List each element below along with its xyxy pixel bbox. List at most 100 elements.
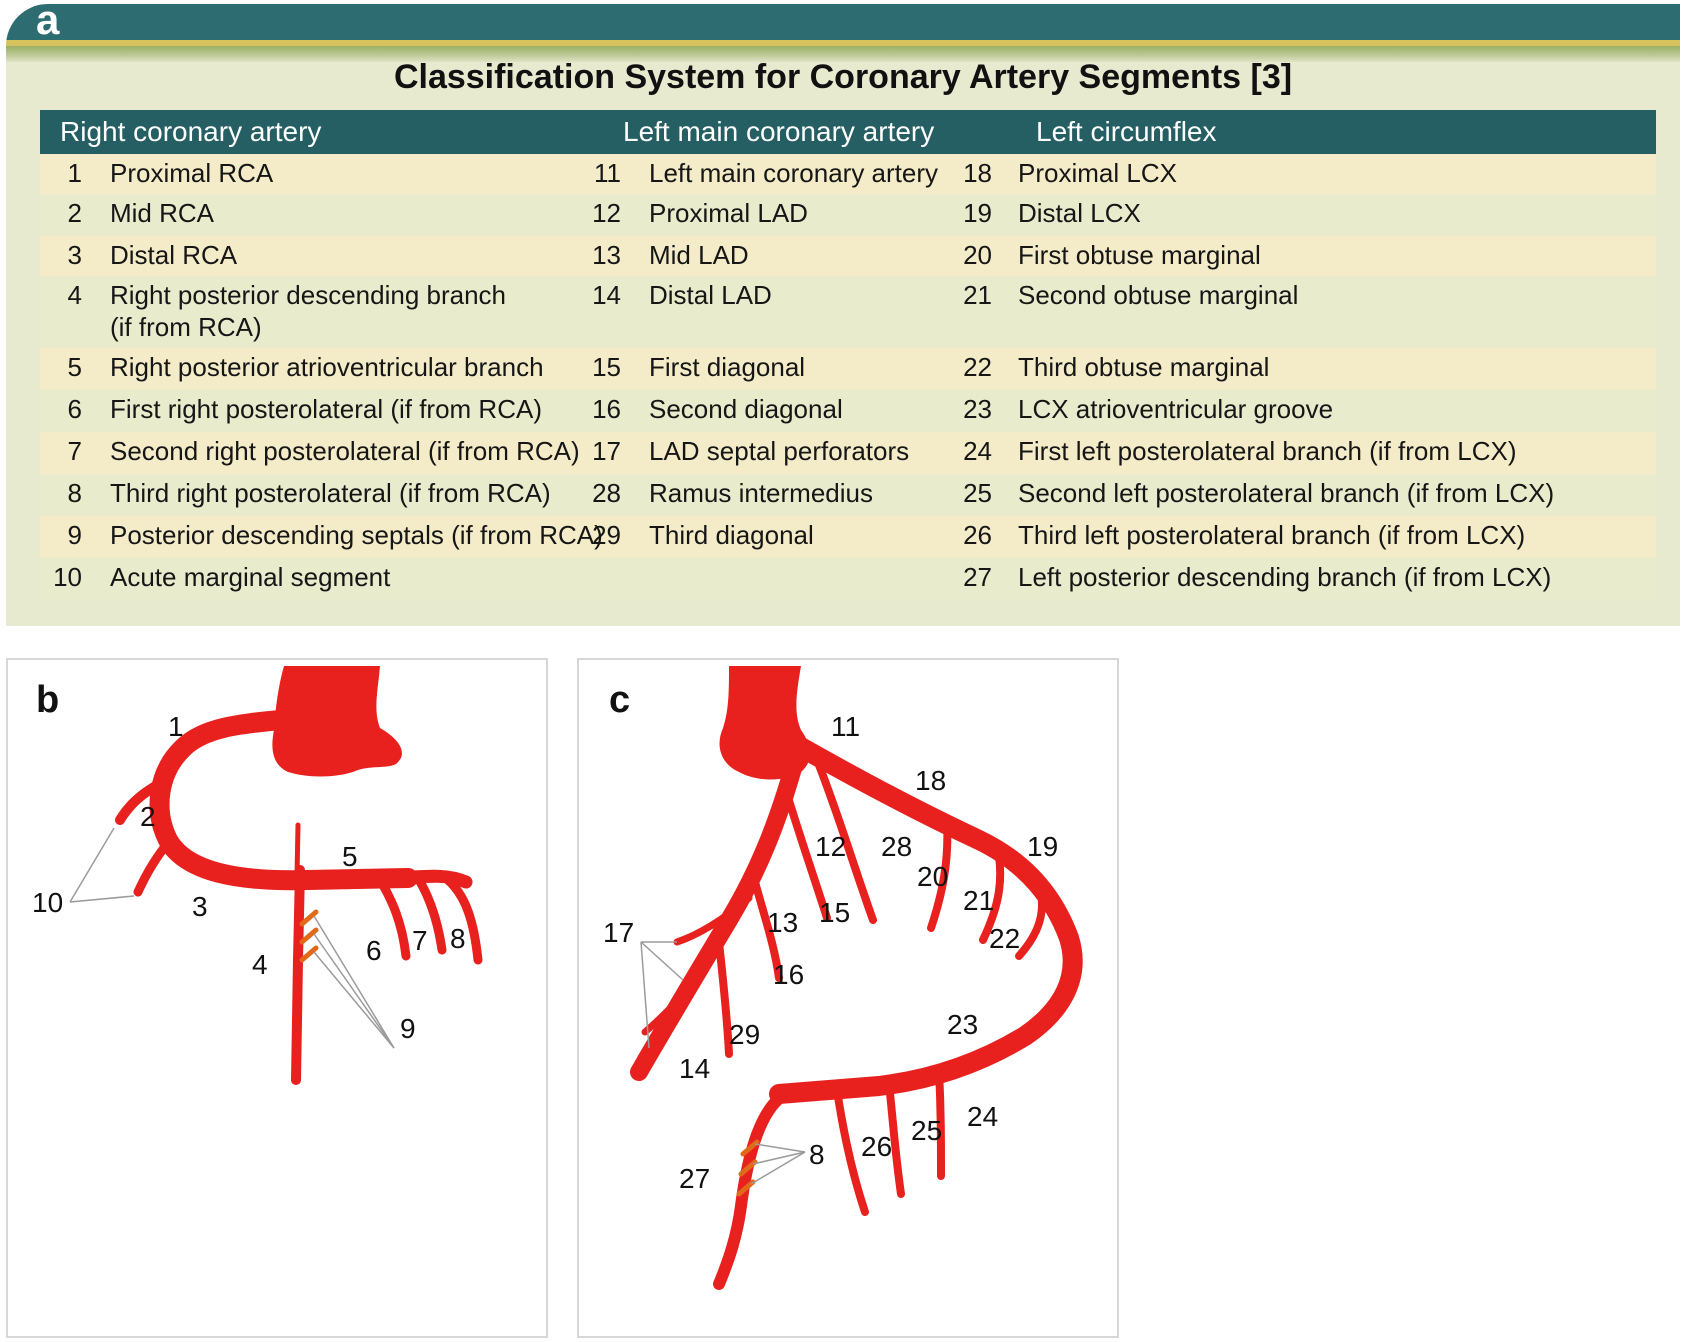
posterior-descending-branch bbox=[291, 865, 305, 1085]
posterolateral-branch-6 bbox=[375, 875, 411, 961]
label-7: 7 bbox=[412, 925, 428, 956]
segment-number: 8 bbox=[67, 478, 82, 508]
label-11: 11 bbox=[831, 711, 860, 742]
left-coronary-diagram: c 11 18 12 28 19 20 21 15 13 17 22 16 23… bbox=[603, 666, 1083, 1290]
posterolateral-branch-26 bbox=[833, 1086, 869, 1216]
septal-27-2 bbox=[738, 1159, 758, 1177]
table-row: 7 Second right posterolateral (if from RC… bbox=[40, 432, 1656, 474]
label-25: 25 bbox=[911, 1115, 942, 1146]
segment-number: 3 bbox=[67, 240, 82, 270]
posterolateral-branch-24 bbox=[935, 1066, 945, 1180]
label-12: 12 bbox=[815, 831, 846, 862]
segment-name: LCX atrioventricular groove bbox=[1018, 394, 1334, 424]
segment-number: 7 bbox=[67, 436, 82, 466]
table-header: Right coronary artery Left main coronary… bbox=[40, 110, 1656, 154]
posterolateral-branch-25 bbox=[885, 1080, 905, 1198]
segment-number: 19 bbox=[963, 198, 992, 228]
segment-number: 29 bbox=[592, 520, 621, 550]
label-8-c: 8 bbox=[809, 1139, 825, 1170]
segment-number: 22 bbox=[963, 352, 992, 382]
septal-branch-3 bbox=[299, 945, 319, 963]
table-title: Classification System for Coronary Arter… bbox=[393, 58, 1293, 96]
segment-name: First right posterolateral (if from RCA) bbox=[110, 394, 542, 424]
label-29: 29 bbox=[729, 1019, 760, 1050]
segment-number: 14 bbox=[592, 280, 621, 310]
segment-number: 1 bbox=[67, 158, 82, 188]
leader-line-9c bbox=[313, 951, 395, 1049]
segment-name: Ramus intermedius bbox=[649, 478, 873, 508]
segment-number: 2 bbox=[67, 198, 82, 228]
segment-number: 9 bbox=[67, 520, 82, 550]
panel-letter-c: c bbox=[609, 679, 630, 721]
segment-name: Second left posterolateral branch (if fr… bbox=[1018, 478, 1555, 508]
segment-number: 6 bbox=[67, 394, 82, 424]
segment-number: 23 bbox=[963, 394, 992, 424]
rca-diagram-panel: b 1 2 3 4 5 6 7 8 9 10 bbox=[6, 658, 548, 1338]
label-16: 16 bbox=[773, 959, 804, 990]
leader-line-9a bbox=[313, 915, 395, 1049]
segment-number: 24 bbox=[963, 436, 992, 466]
rca-main-vessel bbox=[149, 710, 418, 891]
rca-distal-vessel bbox=[391, 869, 473, 889]
segment-number: 20 bbox=[963, 240, 992, 270]
leader-line-17b bbox=[640, 941, 684, 981]
diagonal-branch-15 bbox=[783, 790, 831, 922]
segment-number: 25 bbox=[963, 478, 992, 508]
segment-number: 13 bbox=[592, 240, 621, 270]
segment-name: Mid LAD bbox=[649, 240, 749, 270]
segment-name: Distal LCX bbox=[1018, 198, 1141, 228]
segment-name: Proximal LCX bbox=[1018, 158, 1177, 188]
leader-line-8a bbox=[754, 1143, 806, 1153]
panel-letter-a: a bbox=[36, 4, 60, 43]
segment-number: 18 bbox=[963, 158, 992, 188]
segment-number: 4 bbox=[67, 280, 82, 310]
segment-name-continued: (if from RCA) bbox=[110, 312, 262, 342]
obtuse-marginal-20 bbox=[927, 818, 952, 932]
label-22: 22 bbox=[989, 923, 1020, 954]
segment-name: Second obtuse marginal bbox=[1018, 280, 1299, 310]
left-coronary-diagram-panel: c 11 18 12 28 19 20 21 15 13 17 22 16 23… bbox=[577, 658, 1119, 1338]
septal-27-3 bbox=[736, 1179, 756, 1197]
label-23: 23 bbox=[947, 1009, 978, 1040]
label-1: 1 bbox=[168, 711, 184, 742]
label-5: 5 bbox=[342, 841, 358, 872]
segment-name: LAD septal perforators bbox=[649, 436, 910, 466]
obtuse-marginal-22 bbox=[1015, 890, 1046, 960]
segment-number: 15 bbox=[592, 352, 621, 382]
segment-number: 16 bbox=[592, 394, 621, 424]
column-header-left-main: Left main coronary artery bbox=[623, 116, 935, 147]
table-row: 6 First right posterolateral (if from RCA… bbox=[40, 390, 1656, 432]
label-8: 8 bbox=[450, 923, 466, 954]
posterolateral-branch-7 bbox=[413, 873, 447, 955]
diagonal-branch-16 bbox=[751, 878, 783, 982]
segment-number: 11 bbox=[594, 158, 621, 188]
column-header-lcx: Left circumflex bbox=[1036, 116, 1217, 147]
rca-diagram: b 1 2 3 4 5 6 7 8 9 10 bbox=[32, 666, 483, 1085]
lcx-vessel bbox=[769, 736, 1083, 1104]
segment-name: Second diagonal bbox=[649, 394, 843, 424]
segment-name: Left main coronary artery bbox=[649, 158, 939, 188]
label-28: 28 bbox=[881, 831, 912, 862]
label-9: 9 bbox=[400, 1013, 416, 1044]
segment-name: Second right posterolateral (if from RCA… bbox=[110, 436, 580, 466]
segment-number: 10 bbox=[53, 562, 82, 592]
acute-marginal-branch-1 bbox=[115, 775, 171, 825]
aortic-root-c bbox=[719, 666, 811, 780]
label-2: 2 bbox=[140, 801, 156, 832]
septal-branch-1 bbox=[299, 909, 319, 927]
segment-name: Third diagonal bbox=[649, 520, 814, 550]
segment-number: 21 bbox=[963, 280, 992, 310]
segment-name: Right posterior atrioventricular branch bbox=[110, 352, 544, 382]
label-21: 21 bbox=[963, 885, 994, 916]
label-17: 17 bbox=[603, 917, 634, 948]
segment-name: Distal RCA bbox=[110, 240, 238, 270]
segment-name: First diagonal bbox=[649, 352, 806, 382]
panel-letter-b: b bbox=[36, 679, 59, 721]
segment-number: 28 bbox=[592, 478, 621, 508]
label-14: 14 bbox=[679, 1053, 710, 1084]
